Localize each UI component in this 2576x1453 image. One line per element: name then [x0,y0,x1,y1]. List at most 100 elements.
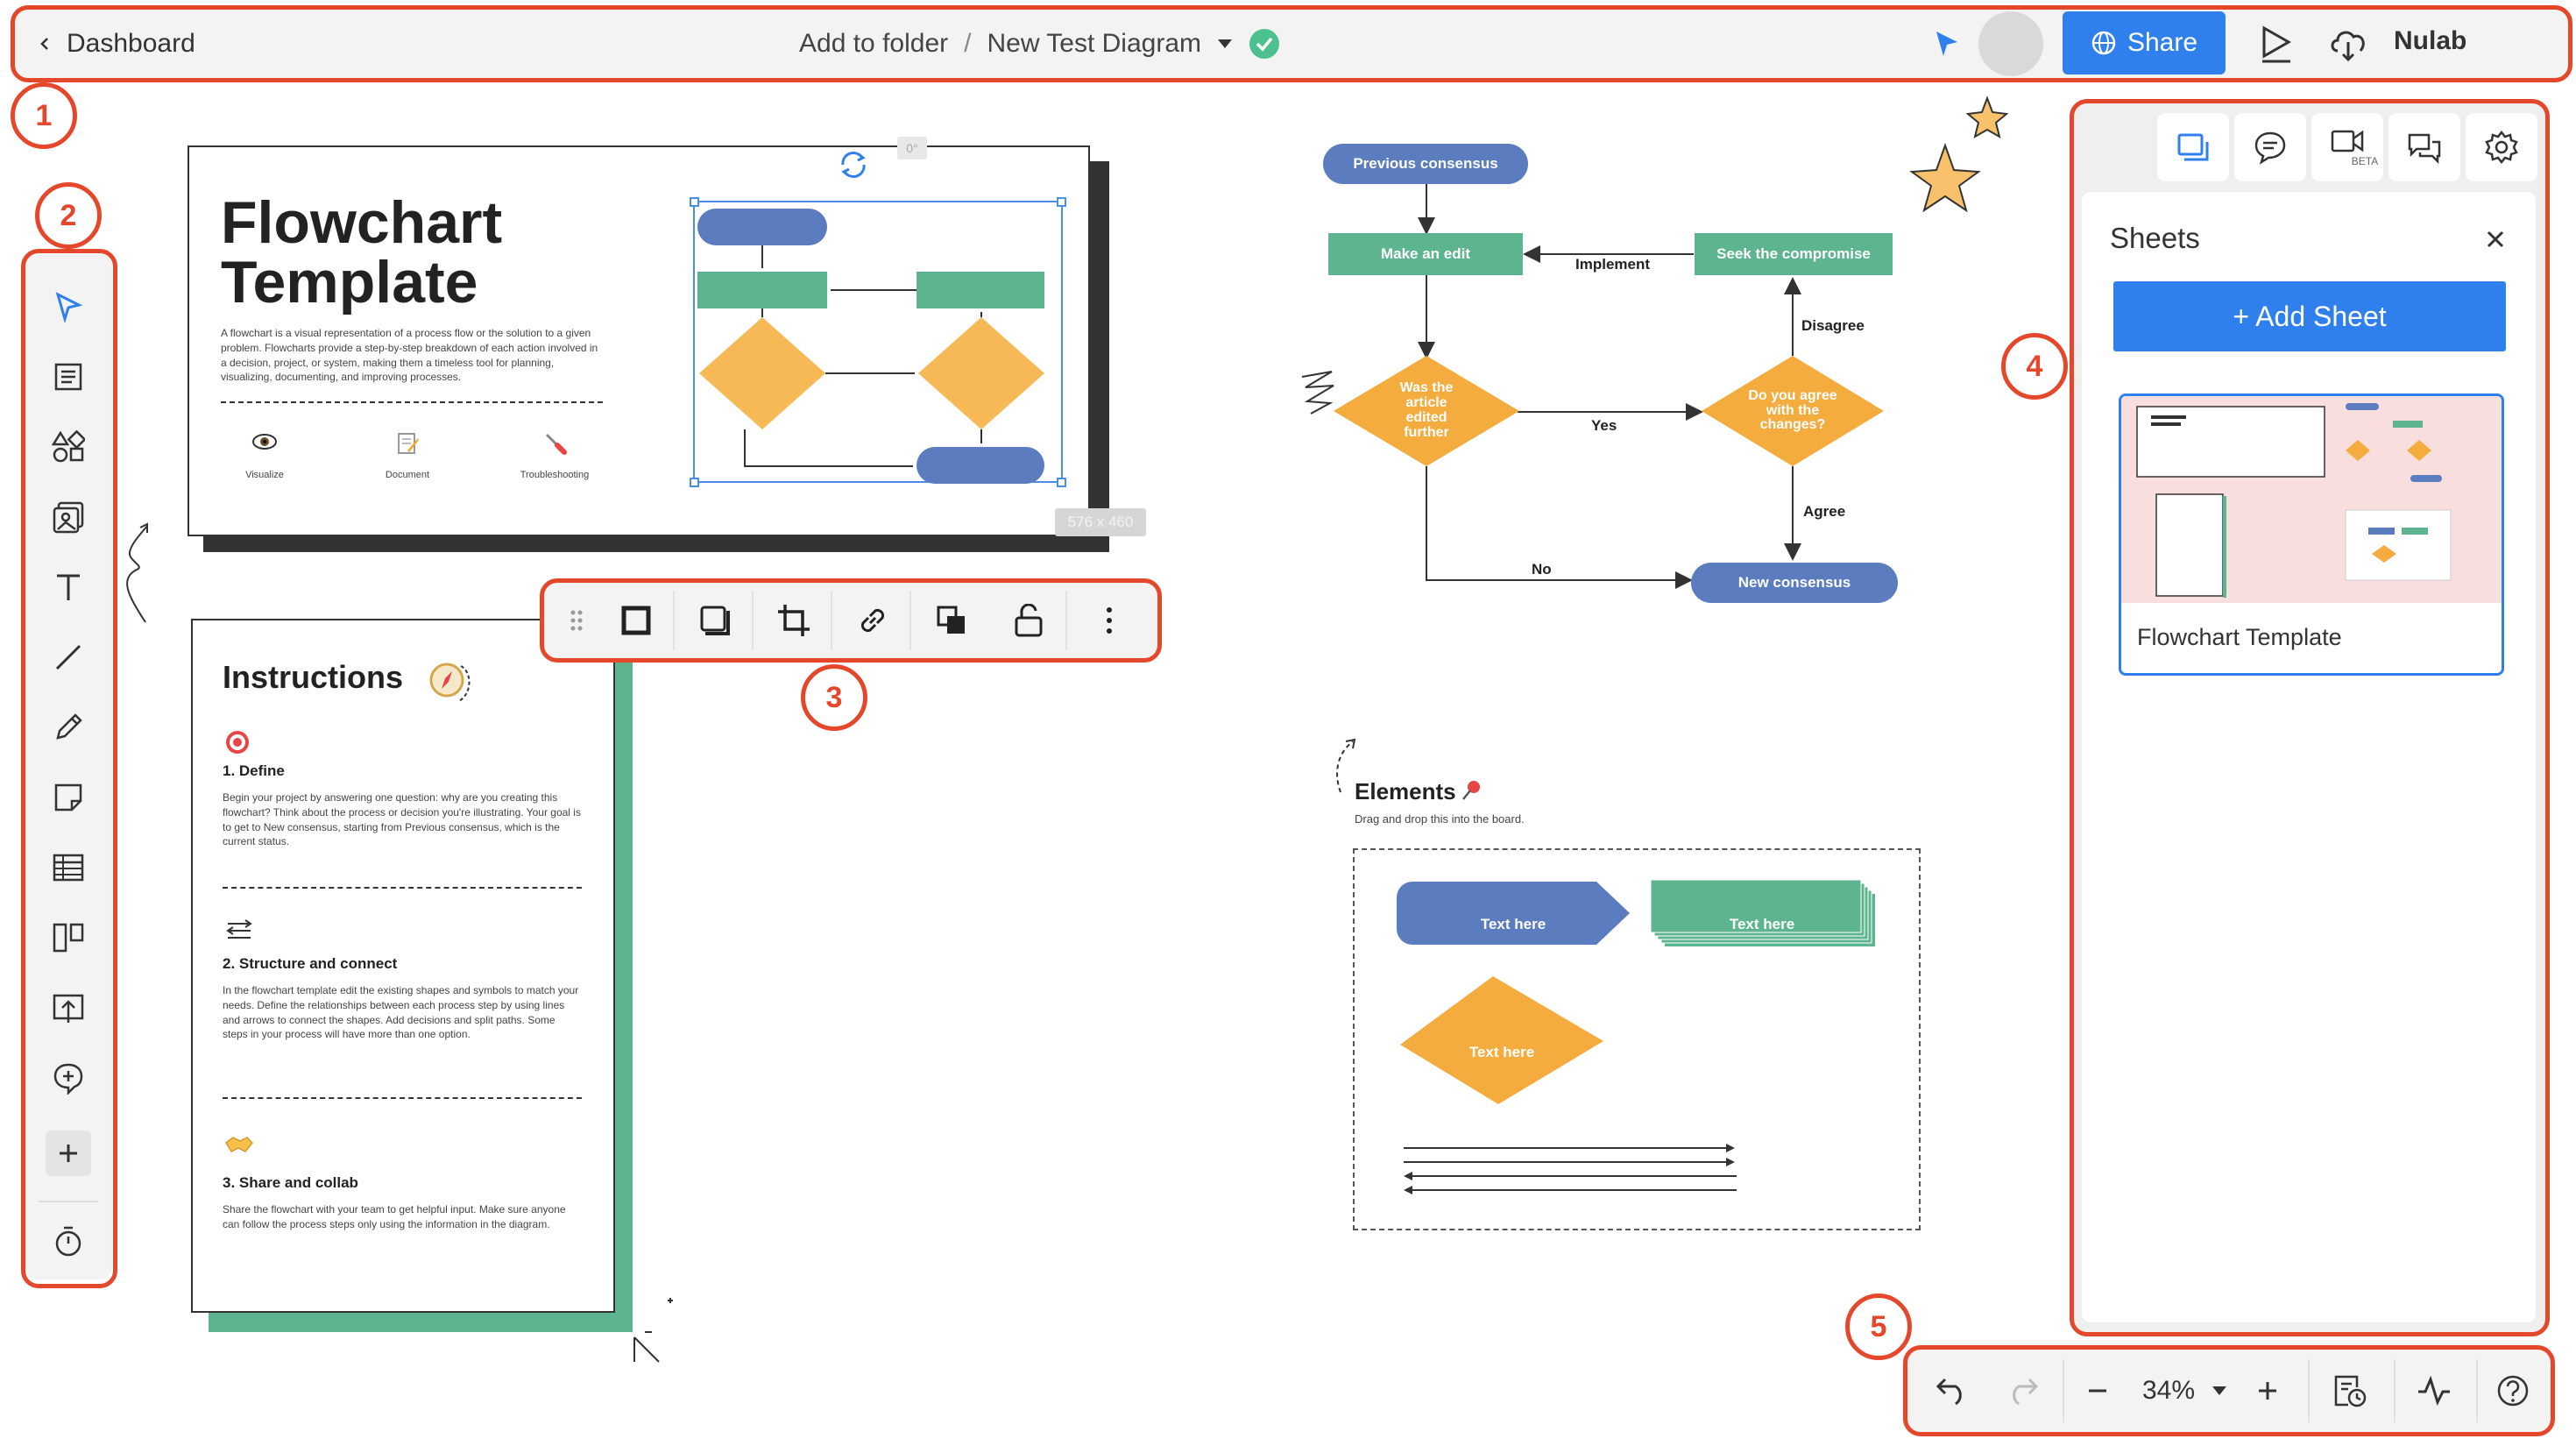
dashboard-back-button[interactable]: Dashboard [37,25,195,63]
comments-tab[interactable] [2234,113,2306,181]
element-shape-1[interactable] [1395,880,1631,946]
timer-tool[interactable] [42,1215,95,1267]
text-tool[interactable] [42,561,95,613]
more-tools-button[interactable] [46,1131,91,1176]
template-card[interactable]: Flowchart Template A flowchart is a visu… [188,145,1090,536]
toolbar-drag-handle[interactable] [561,594,592,647]
fc-start-node[interactable]: Previous consensus [1323,144,1528,184]
element-shape-2[interactable] [1651,880,1875,946]
sheet-preview [2136,403,2452,598]
sheet-thumbnail-card[interactable]: Flowchart Template [2119,393,2504,676]
settings-tab[interactable] [2466,113,2537,181]
callout-frame-5 [1903,1345,2555,1436]
fc-compromise-node[interactable]: Seek the compromise [1695,233,1893,275]
share-label: Share [2127,28,2198,57]
callout-frame-2 [21,249,117,1288]
border-icon [621,606,651,635]
table-tool[interactable] [42,841,95,894]
object-toolbar [541,580,1160,661]
pushpin-icon [1462,781,1480,800]
video-tab[interactable]: BETA [2311,113,2383,181]
flowchart-connectors [1418,182,1801,589]
undo-button[interactable] [1926,1364,1978,1417]
step3-body: Share the flowchart with your team to ge… [223,1203,566,1230]
document-item: Document [364,431,451,482]
fc-edit-node[interactable]: Make an edit [1328,233,1523,275]
sheets-tab[interactable] [2157,113,2229,181]
callout-number-1: 1 [11,82,77,149]
shadow-button[interactable] [689,594,741,647]
minus-icon [2089,1389,2106,1393]
element-shape-3[interactable] [1397,973,1607,1108]
help-icon [2497,1375,2529,1407]
more-options-button[interactable] [1083,594,1136,647]
line-tool[interactable] [42,631,95,684]
toolbar-separator [752,591,754,650]
close-icon[interactable] [2485,229,2506,250]
share-button[interactable]: Share [2063,11,2226,74]
add-sheet-button[interactable]: + Add Sheet [2113,281,2506,351]
step2-body: In the flowchart template edit the exist… [223,984,579,1041]
fc-question2-shape[interactable] [1702,356,1884,466]
border-style-button[interactable] [610,594,662,647]
size-readout: 576 x 460 [1055,508,1146,536]
comment-tool[interactable] [42,1052,95,1104]
history-icon [2334,1375,2367,1407]
angle-readout: 0° [897,137,927,159]
lock-button[interactable] [1002,594,1055,647]
sticky-note-tool[interactable] [42,771,95,824]
top-bar: Dashboard Add to folder / New Test Diagr… [11,7,2569,81]
zoom-out-button[interactable] [2071,1364,2124,1417]
element-shape-2-label: Text here [1729,916,1795,933]
kebab-menu-icon [1107,607,1112,634]
activity-pulse-icon [2418,1376,2450,1406]
template-tool[interactable] [42,351,95,403]
element-arrows[interactable] [1400,1139,1742,1201]
link-button[interactable] [846,594,899,647]
user-avatar[interactable] [1978,11,2043,76]
upload-tool[interactable] [42,982,95,1034]
cloud-download-icon[interactable] [2327,23,2369,63]
cursor-presence-icon[interactable] [1931,28,1963,60]
callout-frame-3 [540,578,1162,663]
arrange-icon [937,606,965,634]
fc-question1-shape[interactable] [1334,356,1519,466]
activity-button[interactable] [2408,1364,2460,1417]
caret-down-icon[interactable] [1217,39,1233,49]
eye-icon [252,434,277,450]
pen-tool[interactable] [42,701,95,754]
screwdriver-icon [545,433,567,455]
chat-tab[interactable] [2388,113,2460,181]
video-beta-badge: BETA [2351,155,2379,167]
history-button[interactable] [2324,1364,2376,1417]
fc-end-node[interactable]: New consensus [1691,563,1898,603]
doodle-arrow-icon [126,522,148,623]
callout-number-4: 4 [2001,333,2068,400]
present-play-icon[interactable] [2259,25,2294,63]
globe-icon [2091,31,2116,55]
rotate-handle-icon[interactable] [836,147,871,182]
select-tool[interactable] [42,280,95,333]
layout-tool[interactable] [42,911,95,964]
instructions-card[interactable]: Instructions 1. Define Begin your projec… [191,619,615,1313]
diagram-title[interactable]: New Test Diagram [987,29,1201,58]
zoom-in-button[interactable] [2241,1364,2294,1417]
bottom-separator [2063,1359,2064,1422]
fc-label-yes: Yes [1591,417,1617,434]
shapes-tool[interactable] [42,421,95,473]
add-to-folder-link[interactable]: Add to folder [799,29,949,58]
target-icon [226,731,249,754]
fc-label-agree: Agree [1803,503,1846,520]
redo-button[interactable] [1996,1364,2049,1417]
shapes-icon [52,430,85,463]
bottom-separator [2476,1359,2478,1422]
table-icon [53,854,84,882]
arrange-button[interactable] [925,594,978,647]
mini-flowchart[interactable] [675,191,1078,507]
nulab-link[interactable]: Nulab [2394,26,2467,55]
image-tool[interactable] [42,491,95,543]
zoom-level[interactable]: 34% [2127,1364,2241,1417]
crop-button[interactable] [768,594,820,647]
timer-icon [55,1226,81,1257]
help-button[interactable] [2487,1364,2539,1417]
